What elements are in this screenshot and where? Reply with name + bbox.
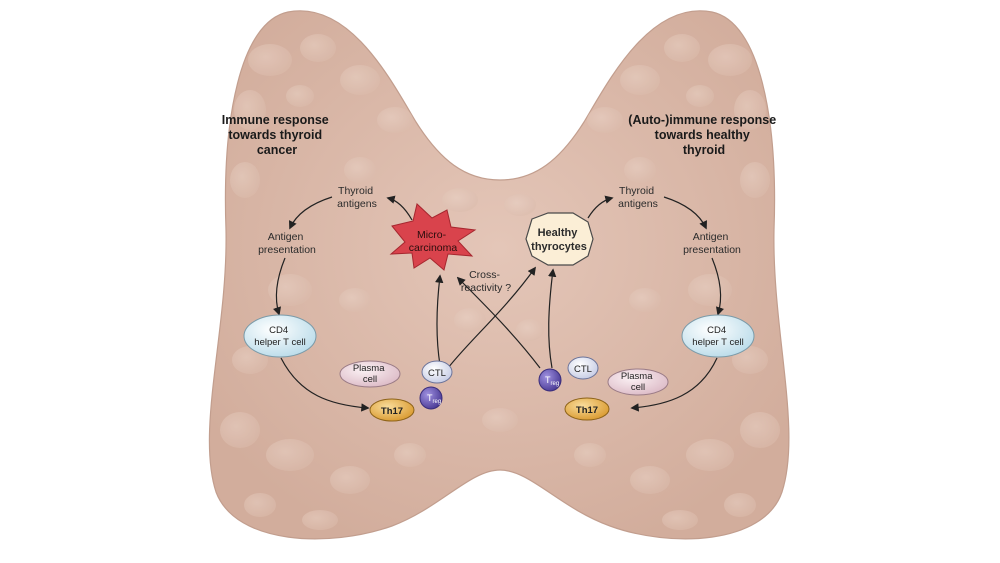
healthy-thyrocytes-octagon (525, 212, 594, 266)
follicle-texture (220, 34, 780, 530)
right-plasma-cell (607, 368, 669, 396)
left-arrow-helper-to-th17 (280, 357, 370, 412)
microcarcinoma-label: Micro- carcinoma (409, 229, 458, 254)
left-plasma-cell (339, 360, 401, 388)
left-arrow-presentation-to-helper (272, 257, 286, 316)
right-arrow-thyrocytes-to-antigens (587, 195, 614, 219)
left-antigen-presentation-label: Antigen presentation (258, 231, 316, 256)
left-ctl-label: CTL (428, 368, 446, 379)
right-cd4-helper-cell (681, 314, 755, 358)
right-th17-label: Th17 (576, 405, 598, 416)
left-arrow-ctl-to-tumor (435, 274, 444, 366)
right-thyroid-antigens-label: Thyroid antigens (618, 185, 658, 210)
right-arrow-treg-to-tumor (456, 276, 541, 369)
left-arrow-antigens-to-presentation (289, 196, 333, 230)
left-th17-cell (369, 398, 415, 422)
left-ctl-cell (421, 360, 453, 384)
right-arrow-antigens-to-presentation (663, 196, 707, 230)
left-thyroid-antigens-label: Thyroid antigens (337, 185, 377, 210)
right-antigen-presentation-label: Antigen presentation (683, 231, 741, 256)
right-title: (Auto-)immune response towards healthy t… (628, 113, 779, 157)
healthy-thyrocytes-label: Healthy thyrocytes (531, 227, 587, 253)
right-th17-cell (564, 397, 610, 421)
left-cd4-helper-cell (243, 314, 317, 358)
left-title: Immune response towards thyroid cancer (222, 113, 332, 157)
right-arrow-helper-to-th17 (630, 357, 718, 412)
microcarcinoma-burst (389, 203, 477, 271)
right-arrow-presentation-to-helper (711, 257, 725, 316)
left-arrow-tumor-to-antigens (386, 195, 413, 221)
right-ctl-cell (567, 356, 599, 380)
right-plasma-cell-label: Plasma cell (621, 371, 655, 393)
left-treg-cell (419, 386, 443, 410)
left-th17-label: Th17 (381, 406, 403, 417)
left-arrow-ctl-to-thyrocytes (447, 266, 536, 369)
left-cd4-helper-label: CD4 helper T cell (254, 325, 305, 348)
left-plasma-cell-label: Plasma cell (353, 363, 387, 385)
right-treg-cell (538, 368, 562, 392)
right-ctl-label: CTL (574, 364, 592, 375)
right-arrow-ctl-to-thyrocytes (547, 268, 557, 369)
cross-reactivity-label: Cross- reactivity ? (461, 269, 511, 294)
right-treg-label: Treg (545, 375, 559, 387)
left-treg-label: Treg (427, 393, 441, 405)
right-cd4-helper-label: CD4 helper T cell (692, 325, 743, 348)
